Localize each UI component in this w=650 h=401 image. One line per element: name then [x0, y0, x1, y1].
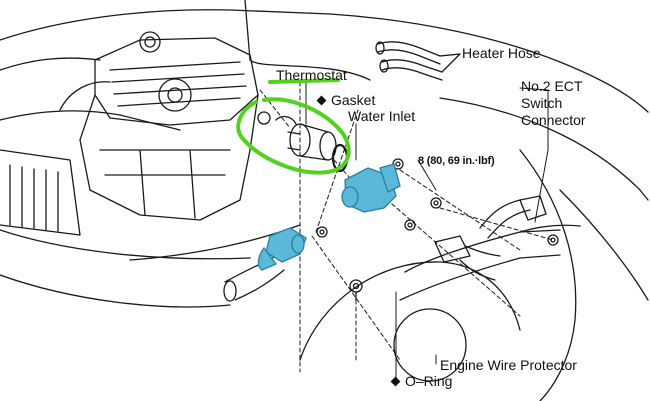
engine-pulley [158, 78, 192, 112]
engine-cover-ribs [109, 61, 247, 107]
engine-side-detail [99, 149, 231, 219]
radiator-outline [0, 149, 81, 236]
o-ring-label-text: O–Ring [405, 373, 453, 389]
fender-right [439, 97, 649, 201]
thermostat-part [257, 111, 337, 161]
body-left [0, 110, 181, 131]
engine-wire-protector-label: Engine Wire Protector [440, 357, 577, 373]
ect-switch-connector-label-line2: Switch [521, 95, 563, 111]
wheel-arch [299, 261, 521, 361]
radiator-fins [9, 164, 59, 232]
engine-pulley-inner [167, 87, 183, 103]
ect-switch-connector-label-line1: No.2 ECT [521, 78, 583, 94]
wheel-inner [393, 308, 467, 382]
o-ring-label: O–Ring [390, 373, 453, 389]
leader-lines [305, 53, 549, 382]
gasket-label-text: Gasket [331, 92, 376, 108]
fender-right-lower [519, 149, 577, 401]
heater-hose-label: Heater Hose [462, 45, 541, 61]
engine-wire-protector [399, 195, 581, 301]
new-part-diamond-icon [316, 95, 327, 106]
engine-cap [139, 31, 161, 53]
heater-hose-group [375, 41, 461, 81]
hood-outline [0, 9, 649, 113]
assembly-guides [259, 81, 554, 373]
gasket-label: Gasket [316, 92, 376, 108]
bumper-lower [0, 274, 231, 308]
new-part-diamond-icon [390, 376, 401, 387]
thermostat-label: Thermostat [276, 67, 347, 83]
lower-hose [223, 255, 285, 302]
water-inlet-part [341, 163, 401, 213]
engine-side [79, 94, 259, 221]
torque-spec-label: 8 (80, 69 in.·lbf) [418, 155, 495, 167]
bumper [0, 229, 251, 260]
intake-tube [59, 81, 111, 111]
water-outlet-part [257, 227, 307, 271]
engine-top-cover [94, 37, 259, 126]
ect-switch-connector-label-line3: Connector [521, 112, 586, 128]
body-left-top [0, 57, 101, 71]
bolts [316, 158, 559, 301]
water-inlet-label: Water Inlet [348, 108, 416, 124]
thermostat-highlight [236, 78, 351, 175]
engine-cap-inner [144, 36, 156, 48]
fender-curve [559, 189, 649, 301]
